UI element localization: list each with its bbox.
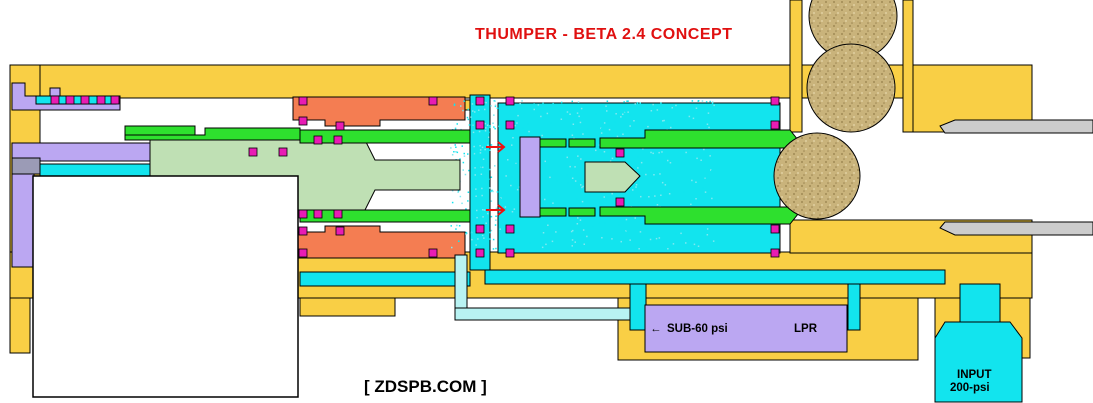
o-ring [475, 248, 485, 258]
o-ring [475, 224, 485, 234]
o-ring [770, 96, 780, 106]
lpr-label: LPR [794, 323, 818, 335]
barrel [939, 119, 1093, 236]
o-ring [298, 96, 308, 106]
o-rings [50, 95, 780, 258]
o-ring [248, 147, 258, 157]
o-ring [313, 209, 323, 219]
o-ring [505, 120, 515, 130]
o-ring [505, 248, 515, 258]
o-ring [298, 116, 308, 126]
input-regulator [934, 321, 1023, 403]
o-ring [505, 224, 515, 234]
o-ring [770, 120, 780, 130]
piston-nose [584, 161, 641, 193]
blank-panel [32, 175, 299, 398]
lpr-output-label: SUB-60 psi [667, 323, 728, 335]
o-ring [298, 209, 308, 219]
input-label-line1: INPUT [957, 369, 992, 381]
o-ring [50, 95, 60, 105]
o-ring [428, 248, 438, 258]
credit-label: [ ZDSPB.COM ] [364, 377, 487, 396]
valve-tube [124, 125, 799, 225]
o-ring [333, 135, 343, 145]
o-ring [770, 248, 780, 258]
red-right-arrow-icon [486, 141, 506, 216]
o-ring [505, 96, 515, 106]
o-ring [80, 95, 90, 105]
o-ring [278, 147, 288, 157]
lpr-arrow-icon: ← [650, 323, 662, 335]
o-ring [335, 226, 345, 236]
o-ring [110, 95, 120, 105]
o-ring [475, 120, 485, 130]
paintball-icon [773, 0, 898, 220]
o-ring [335, 121, 345, 131]
poppet [519, 136, 541, 218]
o-ring [615, 148, 625, 158]
o-ring [770, 224, 780, 234]
o-ring [298, 226, 308, 236]
diagram-title: THUMPER - BETA 2.4 CONCEPT [475, 26, 732, 43]
o-ring [65, 95, 75, 105]
lpr-regulator [644, 304, 848, 353]
o-ring [615, 197, 625, 207]
o-ring [333, 209, 343, 219]
o-ring [313, 135, 323, 145]
o-ring [298, 248, 308, 258]
o-ring [428, 96, 438, 106]
input-label-line2: 200-psi [950, 382, 990, 394]
o-ring [96, 95, 106, 105]
o-ring [475, 96, 485, 106]
